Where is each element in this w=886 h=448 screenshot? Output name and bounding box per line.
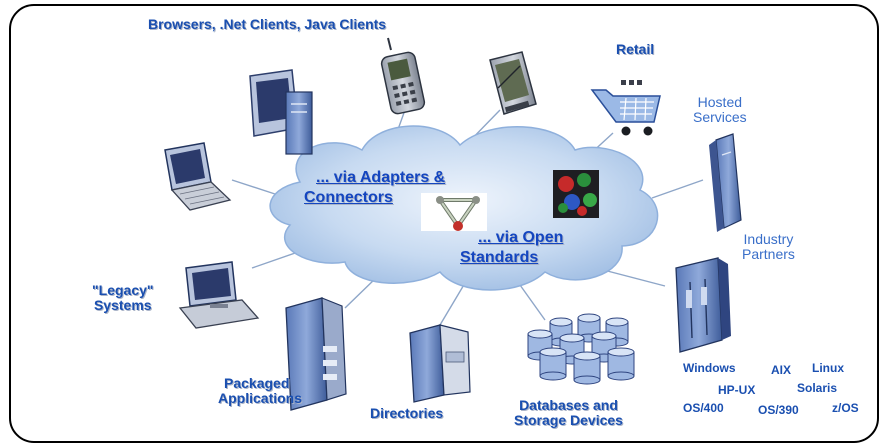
label-packaged-applications: Packaged Applications (218, 376, 302, 405)
desktop-computer-icon (249, 69, 313, 155)
label-packaged-line1: Packaged (224, 375, 290, 391)
platform-os400: OS/400 (683, 401, 724, 415)
label-clients: Browsers, .Net Clients, Java Clients (148, 16, 387, 32)
label-hosted-services: Hosted Services (693, 95, 747, 124)
label-industry-line2: Partners (742, 245, 795, 262)
shopping-cart-icon (590, 80, 661, 136)
platform-linux: Linux (812, 361, 844, 375)
database-cylinders-icon (527, 313, 635, 385)
label-legacy-systems: "Legacy" Systems (92, 283, 154, 312)
directory-server-icon (409, 324, 471, 403)
platform-os390: OS/390 (758, 403, 799, 417)
label-databases-line2: Storage Devices (514, 411, 623, 428)
label-directories: Directories (370, 405, 444, 421)
pda-icon (489, 51, 537, 115)
mobile-phone-icon (380, 37, 426, 115)
legacy-terminal-icon (178, 261, 260, 329)
link-adapters-connectors[interactable]: ... via Adapters & Connectors (304, 169, 446, 207)
platform-zos: z/OS (832, 401, 859, 415)
platform-hpux: HP-UX (718, 383, 756, 397)
link-open-standards[interactable]: ... via Open Standards (460, 229, 564, 267)
platform-windows: Windows (683, 361, 736, 375)
label-industry-line1: Industry (743, 231, 794, 247)
hosted-server-icon (709, 133, 742, 232)
label-packaged-line2: Applications (218, 389, 303, 406)
platform-solaris: Solaris (797, 381, 838, 395)
label-retail: Retail (616, 41, 655, 57)
link-adapters-line2: Connectors (304, 188, 393, 206)
link-adapters-line1: ... via Adapters & (316, 169, 446, 186)
adapters-connectors-icon (421, 193, 487, 231)
label-databases: Databases and Storage Devices (514, 398, 623, 427)
label-legacy-line1: "Legacy" (92, 282, 154, 298)
link-open-line2: Standards (460, 248, 539, 266)
laptop-icon (164, 142, 232, 211)
label-hosted-line2: Services (693, 108, 747, 125)
label-legacy-line2: Systems (93, 296, 152, 313)
label-industry-partners: Industry Partners (742, 232, 795, 261)
partner-server-icon (675, 257, 731, 353)
label-hosted-line1: Hosted (697, 94, 743, 110)
application-server-icon (285, 297, 347, 411)
platform-aix: AIX (771, 363, 792, 377)
label-databases-line1: Databases and (519, 397, 618, 413)
open-standards-icon (553, 170, 599, 218)
link-open-line1: ... via Open (478, 229, 564, 246)
